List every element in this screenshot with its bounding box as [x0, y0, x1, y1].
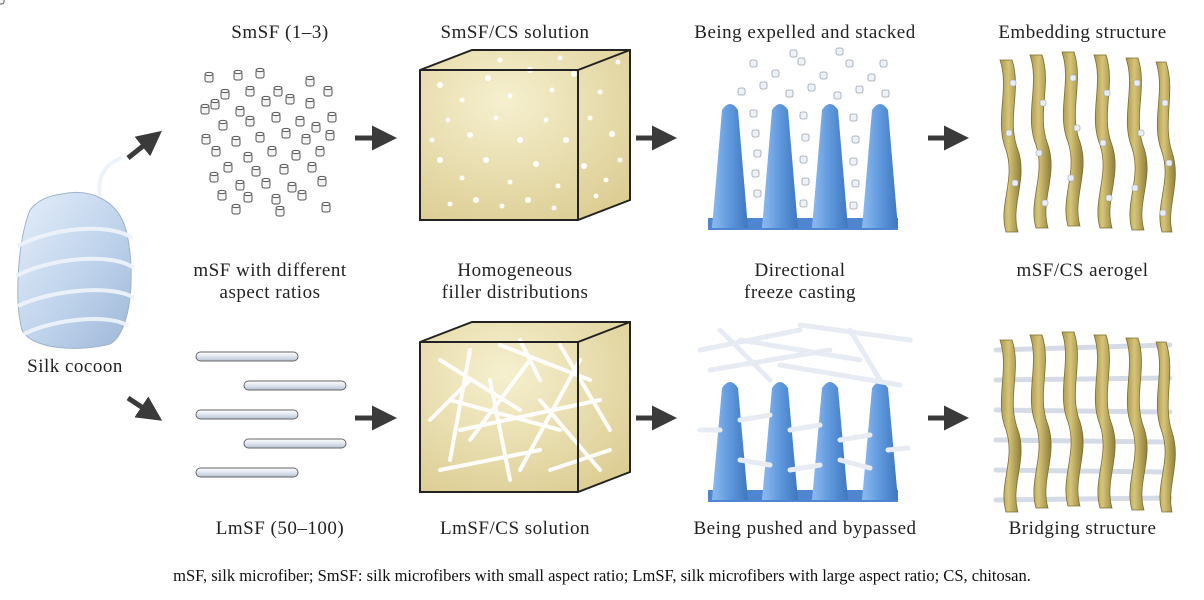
label-homogeneous-distribution: Homogeneous filler distributions	[405, 260, 625, 304]
label-msf-aspect-ratios: mSF with different aspect ratios	[150, 260, 390, 304]
label-msf-cs-aerogel: mSF/CS aerogel	[1016, 260, 1149, 281]
label-lmsf: LmSF (50–100)	[215, 518, 345, 539]
lmsf-rods	[195, 351, 347, 478]
label-dir-line1: Directional	[754, 260, 846, 281]
ice-crystals-bypassed	[697, 322, 913, 502]
label-msf-line2: aspect ratios	[219, 282, 321, 303]
arrow-cocoon-to-lmsf	[126, 395, 163, 421]
label-dir-line2: freeze casting	[744, 282, 856, 303]
smsf-particles	[0, 0, 337, 217]
embedding-structure	[999, 51, 1176, 233]
figure-caption: mSF, silk microfiber; SmSF: silk microfi…	[173, 566, 1031, 585]
label-homog-line1: Homogeneous	[457, 260, 573, 281]
label-lmsf-cs-solution: LmSF/CS solution	[439, 518, 591, 539]
label-homog-line2: filler distributions	[441, 282, 589, 303]
label-msf-line1: mSF with different	[193, 260, 347, 281]
label-pushed-bypassed: Being pushed and bypassed	[693, 518, 917, 539]
bridging-structure	[993, 331, 1176, 513]
label-directional-freeze: Directional freeze casting	[690, 260, 910, 304]
label-silk-cocoon: Silk cocoon	[27, 356, 123, 377]
ice-crystals-expelled	[708, 47, 898, 230]
label-expelled-stacked: Being expelled and stacked	[694, 22, 916, 43]
label-embedding-structure: Embedding structure	[998, 22, 1167, 43]
label-bridging-structure: Bridging structure	[1008, 518, 1157, 539]
silk-cocoon-illustration	[15, 156, 136, 349]
label-smsf: SmSF (1–3)	[231, 22, 329, 43]
smsf-cs-solution-cube	[419, 49, 631, 221]
label-smsf-cs-solution: SmSF/CS solution	[440, 22, 590, 43]
arrow-cocoon-to-smsf	[126, 130, 162, 160]
lmsf-cs-solution-cube	[419, 321, 631, 493]
